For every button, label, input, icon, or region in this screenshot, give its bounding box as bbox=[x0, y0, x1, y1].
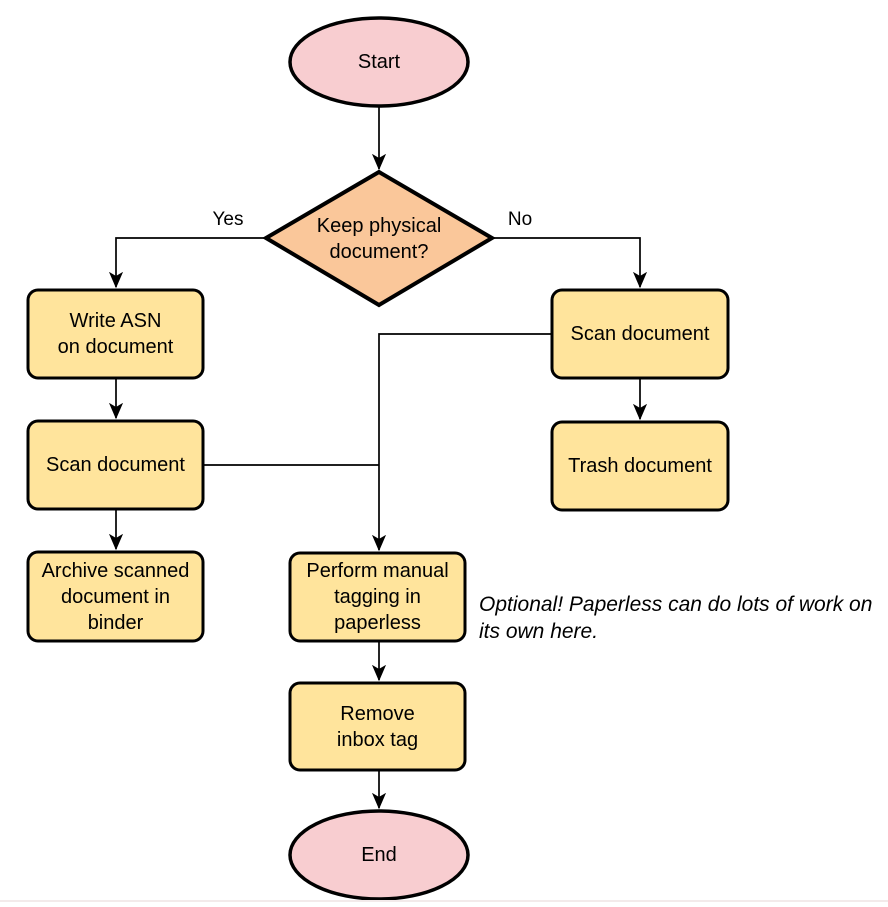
edge-scan-right-to-tagging bbox=[379, 333, 552, 550]
bottom-divider bbox=[0, 900, 888, 902]
start-node-shape bbox=[288, 16, 470, 108]
edge-label-no: No bbox=[507, 209, 533, 230]
edge-decision-yes-to-write-asn bbox=[116, 237, 266, 287]
write-asn-node-shape bbox=[26, 288, 205, 380]
edge-decision-no-to-scan-right bbox=[490, 237, 640, 287]
tagging-node-shape bbox=[288, 551, 467, 643]
decision-node-shape bbox=[262, 169, 496, 308]
optional-annotation: Optional! Paperless can do lots of work … bbox=[479, 593, 873, 643]
scan-right-node-shape bbox=[550, 288, 730, 380]
end-node-shape bbox=[288, 809, 470, 901]
edge-label-yes: Yes bbox=[212, 209, 244, 230]
scan-left-node-shape bbox=[26, 419, 205, 511]
remove-inbox-node-shape bbox=[288, 681, 467, 772]
trash-node-shape bbox=[550, 420, 730, 512]
archive-node-shape bbox=[26, 550, 205, 643]
